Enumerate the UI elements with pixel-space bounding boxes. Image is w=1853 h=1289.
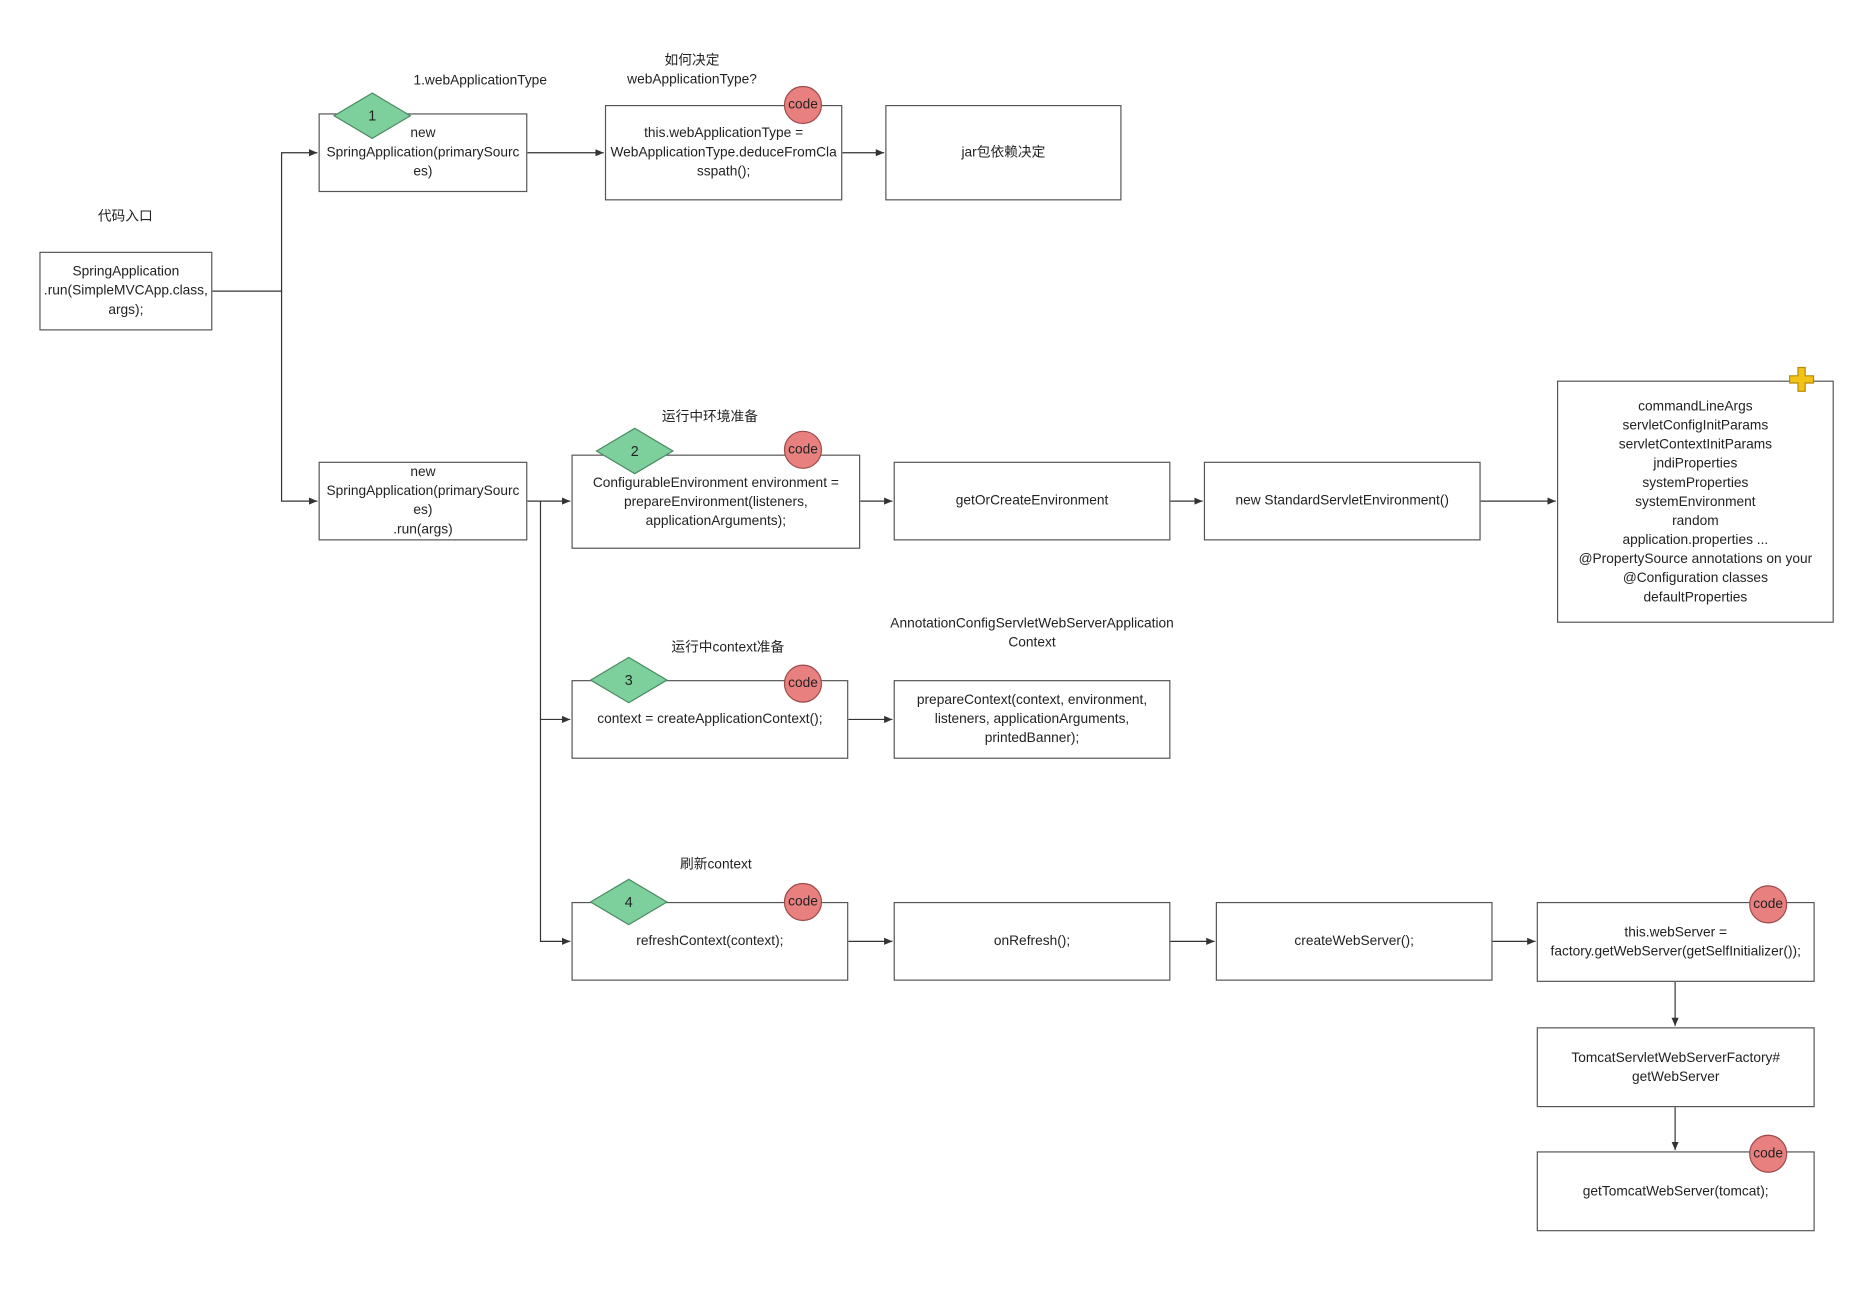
box-create-web-server[interactable]: createWebServer(); [1215, 901, 1493, 981]
box-on-refresh[interactable]: onRefresh(); [893, 901, 1171, 981]
box-new-standard-environment[interactable]: new StandardServletEnvironment() [1203, 461, 1481, 541]
box-tomcat-factory[interactable]: TomcatServletWebServerFactory# getWebSer… [1536, 1027, 1815, 1108]
label-web-app-type: 1.webApplicationType [413, 73, 547, 89]
code-badge-prepare-env[interactable]: code [783, 430, 823, 469]
step-diamond-3 [589, 656, 669, 704]
code-badge-get-web-server[interactable]: code [1749, 885, 1788, 924]
box-get-tomcat-server[interactable]: getTomcatWebServer(tomcat); [1536, 1151, 1815, 1232]
label-env-prepare: 运行中环境准备 [661, 410, 758, 425]
step-number-1: 1 [368, 107, 377, 125]
step-number-2: 2 [630, 442, 639, 460]
step-diamond-4 [589, 878, 669, 926]
step-number-3: 3 [624, 671, 633, 689]
label-context-class: AnnotationConfigServletWebServerApplicat… [890, 616, 1174, 651]
code-badge-deduce[interactable]: code [783, 85, 823, 125]
box-jar-decides[interactable]: jar包依赖决定 [885, 104, 1122, 201]
box-prepare-context[interactable]: prepareContext(context, environment, lis… [893, 680, 1171, 759]
connector-entry-to-run [280, 291, 318, 505]
code-badge-create-context[interactable]: code [783, 664, 823, 703]
box-new-app-run[interactable]: new SpringApplication(primarySourc es) .… [318, 461, 528, 541]
label-how-decide: 如何决定 webApplicationType? [627, 53, 757, 88]
step-diamond-1 [332, 92, 412, 140]
plus-icon[interactable] [1788, 366, 1815, 392]
connector-entry-to-new-app [212, 149, 318, 292]
step-number-4: 4 [624, 893, 633, 911]
box-entry-call[interactable]: SpringApplication .run(SimpleMVCApp.clas… [39, 251, 213, 331]
code-badge-refresh[interactable]: code [783, 882, 823, 922]
box-property-sources[interactable]: commandLineArgs servletConfigInitParams … [1556, 380, 1834, 623]
step-diamond-2 [595, 427, 675, 475]
label-context-prepare: 运行中context准备 [671, 640, 785, 656]
code-badge-tomcat-server[interactable]: code [1749, 1134, 1788, 1173]
label-entry: 代码入口 [97, 209, 153, 225]
box-get-or-create-environment[interactable]: getOrCreateEnvironment [893, 461, 1171, 541]
connector-run-to-refresh [539, 719, 571, 945]
label-refresh: 刷新context [680, 857, 752, 873]
box-prepare-environment[interactable]: ConfigurableEnvironment environment = pr… [571, 454, 861, 549]
box-get-web-server[interactable]: this.webServer = factory.getWebServer(ge… [1536, 901, 1815, 982]
connector-run-to-create-context [539, 501, 571, 724]
